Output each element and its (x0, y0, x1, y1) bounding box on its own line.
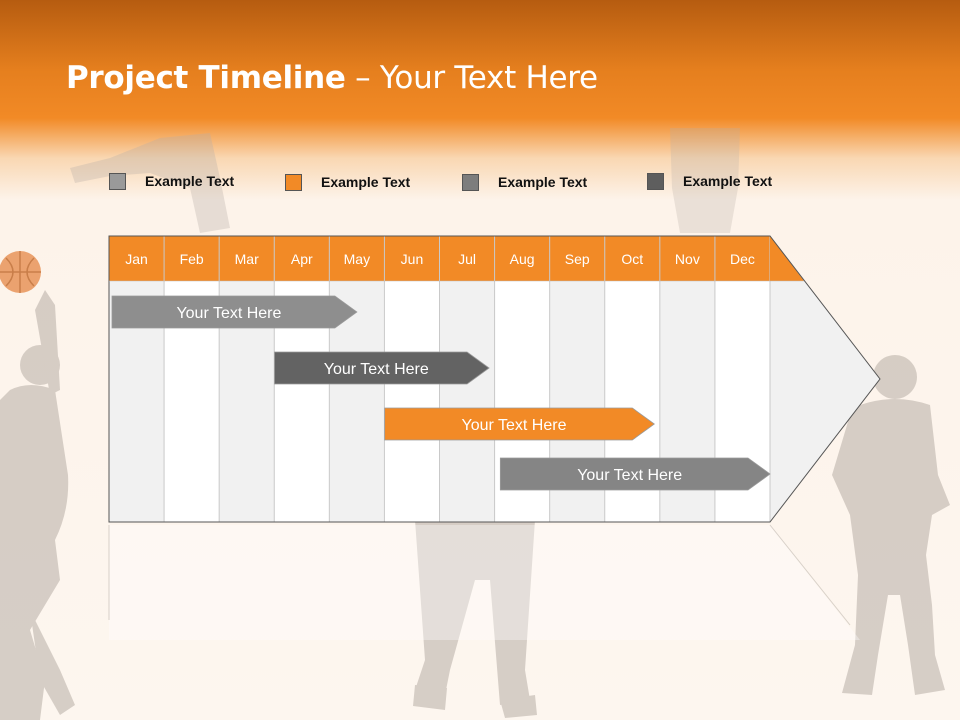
month-label: Jan (125, 251, 148, 267)
month-header-cell (439, 236, 495, 281)
timeline-arrow-tip (770, 236, 880, 522)
month-header-cell (274, 236, 330, 281)
legend-swatch-1 (109, 172, 126, 190)
reflection-edge-right (769, 524, 851, 626)
month-header-cell (219, 236, 275, 281)
month-header-cell (659, 236, 715, 281)
legend-swatch-3 (462, 173, 479, 191)
month-label: Nov (675, 251, 700, 267)
month-header-cell (164, 236, 220, 281)
basketball-icon (0, 251, 41, 293)
task-arrow (274, 351, 490, 385)
legend-label-3: Example Text (498, 174, 588, 190)
task-arrow (111, 295, 358, 329)
month-label: Feb (180, 251, 204, 267)
month-label: Apr (291, 251, 313, 267)
month-column (384, 281, 440, 522)
title-rest: – Your Text Here (345, 60, 598, 96)
month-label: Dec (730, 251, 755, 267)
slide-title: Project Timeline – Your Text Here (66, 60, 598, 96)
legend-label-4: Example Text (683, 173, 773, 189)
basketball-player-top-right-icon (670, 128, 740, 233)
timeline-reflection (109, 525, 860, 640)
legend-item-4: Example Text (647, 171, 772, 191)
task-label: Your Text Here (324, 361, 429, 378)
month-header-cell (494, 236, 550, 281)
task-label: Your Text Here (462, 417, 567, 434)
legend-item-1: Example Text (109, 171, 234, 191)
task-arrow (384, 407, 656, 441)
basketball-player-top-icon (70, 133, 230, 233)
title-bold: Project Timeline (66, 60, 346, 96)
month-label: Jun (401, 251, 424, 267)
month-header-cell (549, 236, 605, 281)
month-header-cell (714, 236, 770, 281)
month-label: Oct (621, 251, 643, 267)
legend-item-2: Example Text (285, 172, 410, 192)
month-label: Aug (510, 251, 535, 267)
month-label: Sep (565, 251, 590, 267)
month-header-cell (384, 236, 440, 281)
task-arrow (499, 457, 771, 491)
task-label: Your Text Here (577, 467, 682, 484)
task-label: Your Text Here (176, 305, 281, 322)
legend-label-2: Example Text (321, 174, 411, 190)
month-label: May (344, 251, 370, 267)
basketball-player-left-icon (0, 290, 75, 720)
month-header-cell (109, 236, 165, 281)
timeline-outline (108, 235, 881, 523)
basketball-player-right-icon (832, 355, 950, 695)
basketball-player-center-icon (413, 520, 537, 718)
legend-label-1: Example Text (145, 173, 235, 189)
legend-swatch-2 (285, 173, 302, 191)
month-label: Mar (235, 251, 259, 267)
month-column (439, 281, 495, 522)
legend-item-3: Example Text (462, 172, 587, 192)
month-header-cell (604, 236, 660, 281)
month-label: Jul (458, 251, 476, 267)
month-header-cell (329, 236, 385, 281)
legend-swatch-4 (647, 172, 664, 190)
